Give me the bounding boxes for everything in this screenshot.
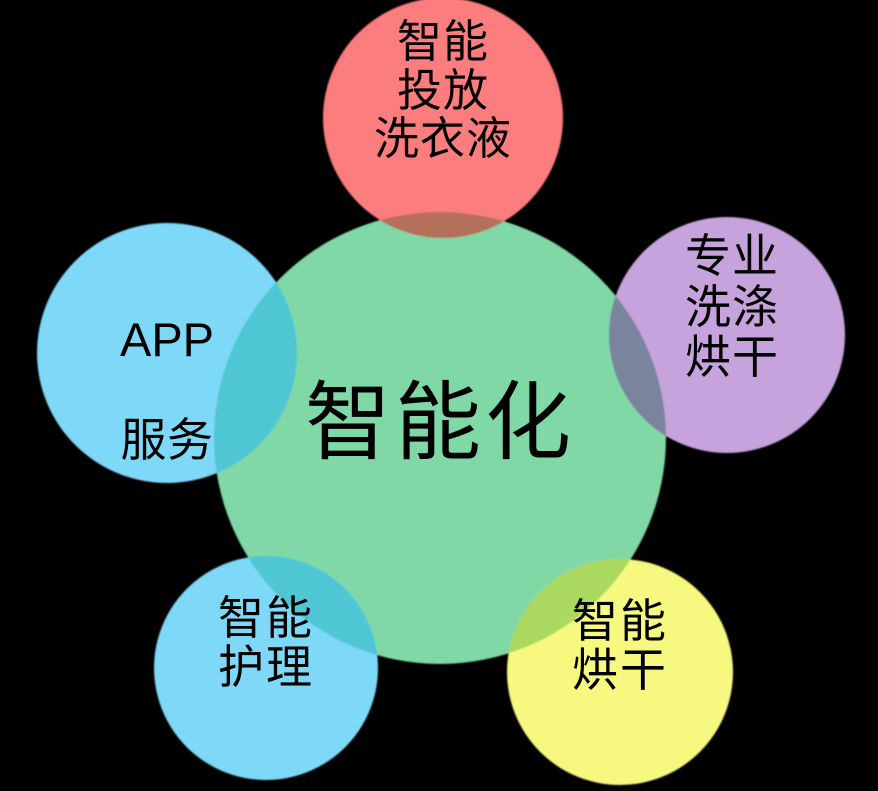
- overlap-lens-smart-drying: [507, 559, 666, 664]
- satellite-circle-smart-dispensing[interactable]: [323, 0, 563, 238]
- overlap-lens-smart-care: [214, 556, 378, 664]
- center-circle[interactable]: [214, 212, 666, 664]
- satellite-circle-professional-wash-dry[interactable]: [609, 217, 845, 453]
